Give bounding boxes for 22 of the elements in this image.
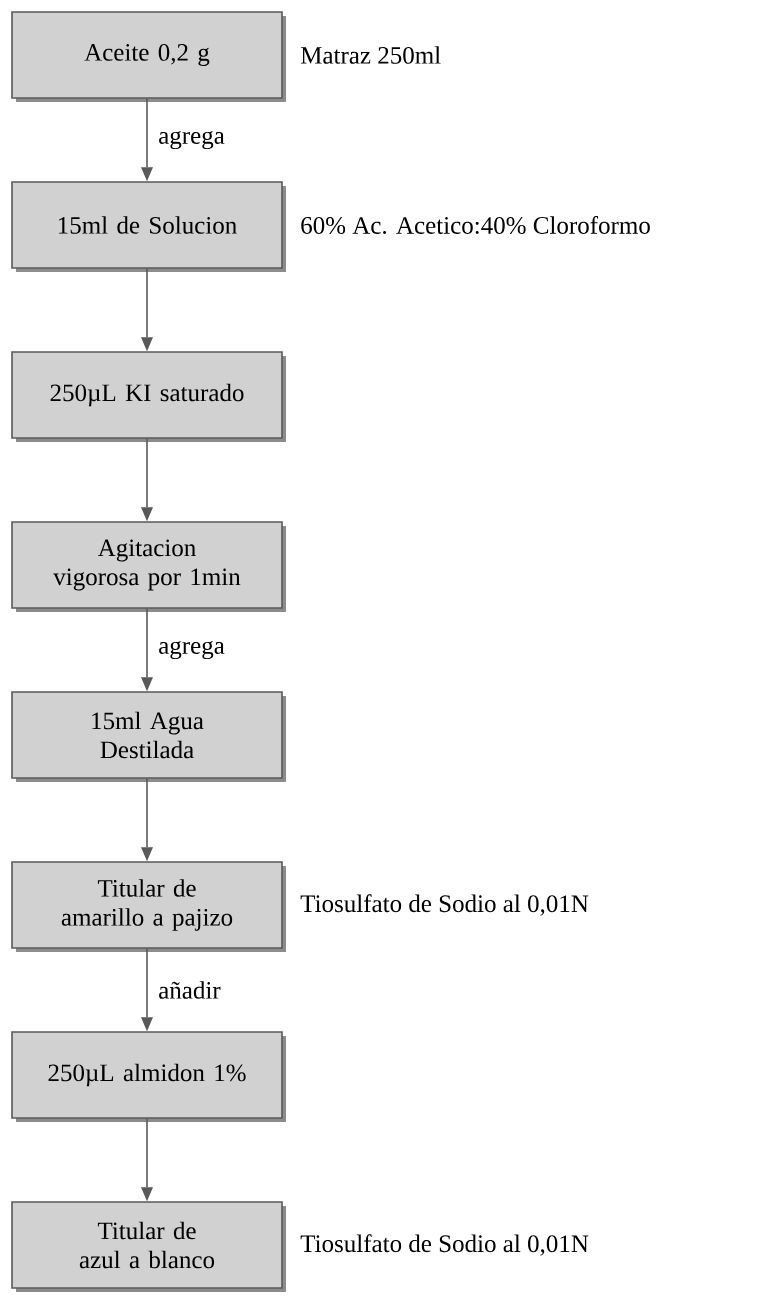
arrow [141, 98, 153, 182]
process-box: Agitacion vigorosa por 1min [11, 521, 286, 612]
side-note: 60% Ac. Acetico:40% Cloroformo [301, 216, 650, 234]
process-box: 15ml de Solucion [11, 181, 286, 272]
arrow [141, 948, 153, 1032]
arrow [141, 268, 153, 352]
process-box: 15ml Agua Destilada [11, 691, 286, 782]
edge-label: agrega [157, 129, 226, 151]
arrow [141, 608, 153, 692]
side-note: Tiosulfato de Sodio al 0,01N [300, 894, 589, 916]
process-box: Titular de azul a blanco [11, 1201, 286, 1292]
edge-label: agrega [157, 639, 226, 661]
arrow [141, 778, 153, 862]
side-note: Matraz 250ml [300, 46, 441, 64]
arrow [141, 438, 153, 522]
side-note: Tiosulfato de Sodio al 0,01N [300, 1234, 589, 1256]
arrow [141, 1118, 153, 1202]
process-box: Titular de amarillo a pajizo [11, 861, 286, 952]
process-box: Aceite 0,2 g [11, 11, 286, 102]
edge-label: añadir [157, 980, 222, 1000]
process-box: 250µL almidon 1% [11, 1031, 286, 1122]
process-box: 250µL KI saturado [11, 351, 286, 442]
